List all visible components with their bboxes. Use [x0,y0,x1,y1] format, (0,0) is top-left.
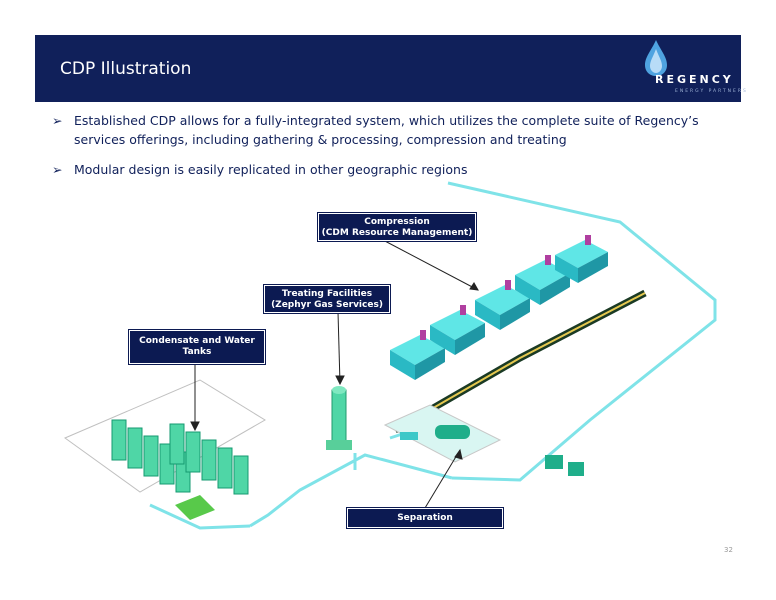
utility-equipment [545,455,584,476]
callout-tanks: Condensate and Water Tanks [128,329,266,365]
compressor-unit [555,235,608,283]
callout-treating-title: Treating Facilities [281,289,373,299]
compressor-units [390,235,608,380]
compressor-unit [430,305,485,355]
callout-separation: Separation [346,507,504,529]
title-bar: CDP Illustration REGENCY ENERGY PARTNERS [35,35,746,102]
bullet-marker: ➢ [52,162,63,177]
compressor-unit [390,330,445,380]
separation-equipment [383,404,502,463]
page-title: CDP Illustration [60,59,192,79]
logo-tagline: ENERGY PARTNERS [675,89,748,94]
bullet-marker: ➢ [52,113,63,128]
bullet-text-2: Modular design is easily replicated in o… [74,162,468,177]
treating-tower [326,386,352,450]
callout-separation-title: Separation [397,513,453,523]
regency-logo: REGENCY ENERGY PARTNERS [635,39,746,99]
compressor-unit [475,280,530,330]
bullet-text-1: Established CDP allows for a fully-integ… [74,113,699,147]
callout-treating: Treating Facilities (Zephyr Gas Services… [263,284,391,314]
callout-tanks-title: Condensate and Water [139,336,255,346]
flame-drop-icon [645,40,667,76]
pipe-rack [393,289,647,434]
callout-compression: Compression (CDM Resource Management) [317,212,477,242]
callout-tanks-subtitle: Tanks [182,347,212,357]
callout-compression-title: Compression [364,217,430,227]
page-number: 32 [724,546,733,554]
logo-wordmark: REGENCY [655,73,734,86]
callout-arrows [190,239,479,509]
tank-farm [63,379,266,520]
callout-treating-subtitle: (Zephyr Gas Services) [271,300,383,310]
callout-compression-subtitle: (CDM Resource Management) [321,228,473,238]
